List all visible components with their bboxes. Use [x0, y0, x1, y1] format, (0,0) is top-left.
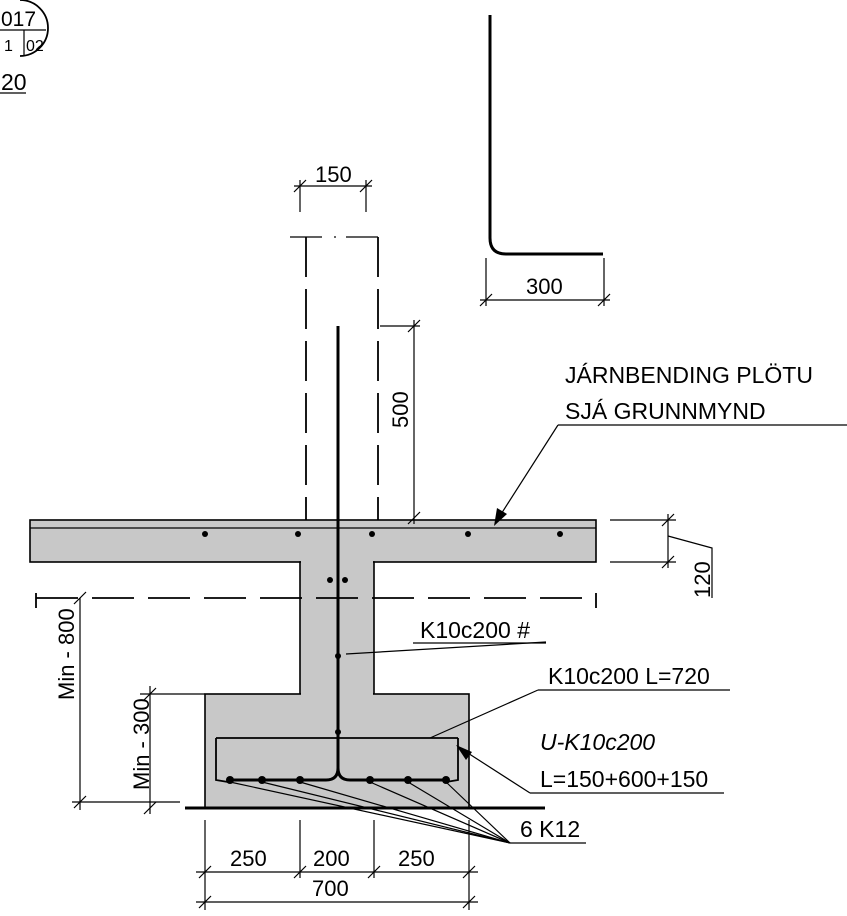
- detail-ref-right: 02: [26, 38, 44, 55]
- dim-hook-300: 300: [526, 274, 563, 299]
- u-bar-line1: U-K10c200: [540, 729, 655, 755]
- label-wall-rebar: K10c200 #: [345, 617, 547, 655]
- detail-ref-left: 1: [4, 38, 13, 55]
- label-footing-top-rebar: K10c200 L=720: [429, 663, 730, 739]
- dim-rebar-500: 500: [380, 319, 421, 525]
- dim-120-text: 120: [690, 561, 715, 598]
- dim-slab-120: 120: [610, 513, 715, 598]
- dim-wall-150: 150: [315, 162, 352, 187]
- wall-rebar-text: K10c200 #: [420, 617, 530, 643]
- bent-bar-detail: 300: [479, 15, 611, 307]
- dim-footing-segments: 250 200 250 700: [196, 820, 478, 910]
- dim-min-300: Min - 300: [129, 686, 205, 815]
- floor-slab: [29, 519, 597, 563]
- dim-250-right: 250: [398, 846, 435, 871]
- dim-min-800: Min - 800: [54, 591, 180, 810]
- label-slab-rebar: JÁRNBENDING PLÖTU SJÁ GRUNNMYND: [494, 362, 847, 526]
- dim-min-300-text: Min - 300: [129, 698, 154, 790]
- dim-200-mid: 200: [313, 846, 350, 871]
- detail-ref-top: 017: [1, 8, 36, 31]
- label-bottom-bars: 6 K12: [229, 781, 586, 844]
- slab-rebar-line2: SJÁ GRUNNMYND: [565, 398, 766, 424]
- ground-line: [35, 593, 597, 608]
- detail-reference-symbol: 017 1 02 20: [0, 0, 49, 95]
- detail-ref-scale: 20: [1, 69, 27, 95]
- dim-250-left: 250: [230, 846, 267, 871]
- bottom-bars-text: 6 K12: [520, 816, 580, 842]
- label-u-bar: U-K10c200 L=150+600+150: [456, 729, 724, 794]
- footing-top-rebar-text: K10c200 L=720: [548, 663, 710, 689]
- wall-above-slab: 150: [290, 162, 379, 520]
- dim-700-total: 700: [312, 876, 349, 901]
- dim-min-800-text: Min - 800: [54, 608, 79, 700]
- slab-rebar-line1: JÁRNBENDING PLÖTU: [565, 362, 813, 388]
- u-bar-line2: L=150+600+150: [540, 766, 708, 792]
- dim-500-text: 500: [388, 391, 413, 428]
